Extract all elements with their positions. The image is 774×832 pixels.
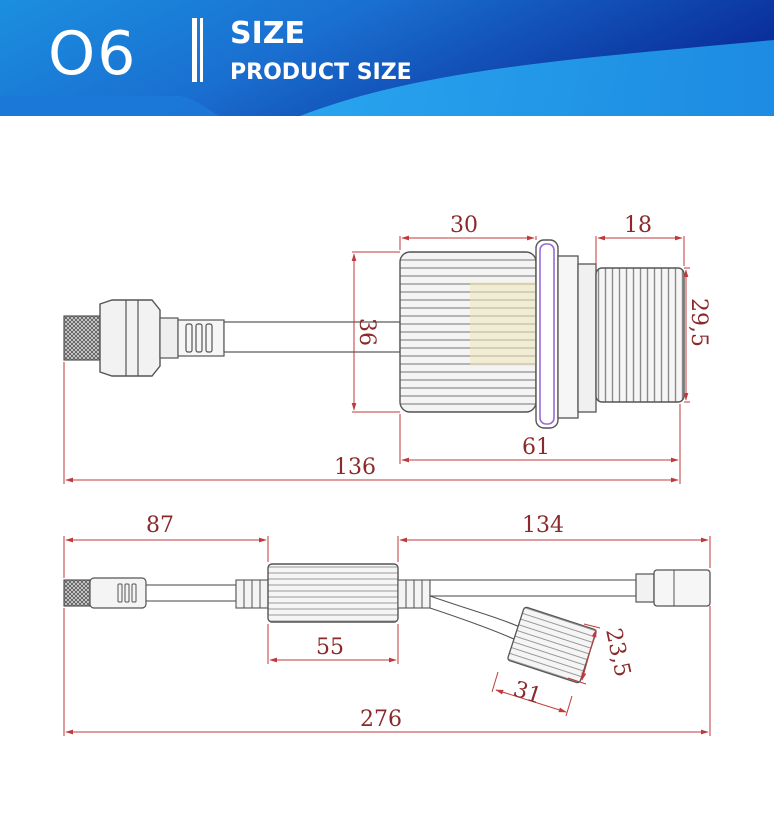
top-dimension-lines [63,235,690,484]
section-subtitle: PRODUCT SIZE [230,60,412,85]
connector-thread [63,315,101,361]
driver-side-view [63,563,711,684]
capacitor-box [507,606,597,684]
socket-body [595,267,685,403]
driver-output-cable [429,579,637,597]
output-connector [653,569,711,607]
dim-driver-length: 55 [316,635,344,660]
banner-background [0,0,774,116]
dim-head-length: 61 [522,435,550,460]
dim-right-cable: 134 [522,513,564,538]
connector-nut [99,299,161,377]
bottom-dimension-labels: 87 134 55 31 23,5 276 [146,513,635,732]
dim-body-diameter: 36 [354,318,379,346]
section-title: SIZE [230,16,306,51]
o-ring [539,243,555,425]
dim-left-cable: 87 [146,513,174,538]
dim-socket-diameter: 29,5 [686,298,711,347]
branch-cable [429,595,523,641]
section-number: O6 [48,19,138,89]
bottom-dimension-lines [63,536,711,736]
dim-box-width: 31 [510,677,544,709]
dim-socket-length: 18 [624,213,652,238]
cable-boot [177,319,225,357]
header-banner: O6 SIZE PRODUCT SIZE [0,0,774,116]
dim-box-height: 23,5 [600,626,635,679]
bulb-cable [223,321,401,353]
driver-box [267,563,399,623]
top-dimension-labels: 30 18 36 29,5 61 136 [334,213,711,480]
bulb-side-view [63,239,685,429]
driver-connector-thread [63,579,91,607]
dim-body-length: 30 [450,213,478,238]
dim-total-length-bottom: 276 [360,707,402,732]
dim-total-length-top: 136 [334,455,376,480]
